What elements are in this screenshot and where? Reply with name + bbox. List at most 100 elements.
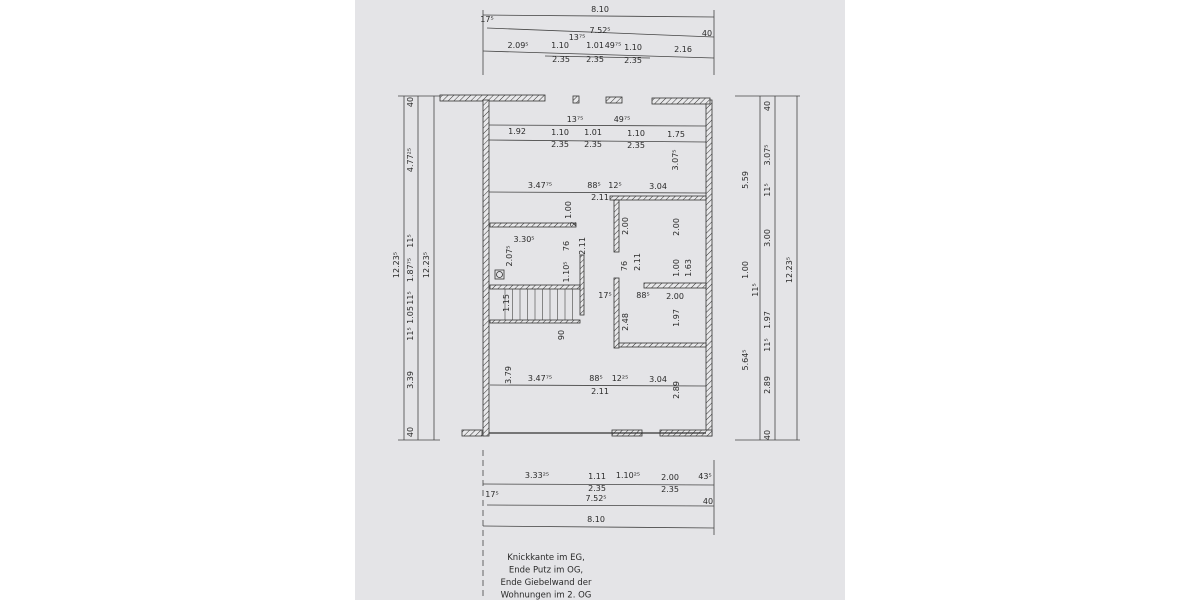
- dimension-label: 12⁵: [608, 181, 621, 190]
- dimension-label: 2.48: [621, 313, 630, 331]
- dimension-label: 2.00: [672, 218, 681, 236]
- dimension-label: 2.11: [578, 237, 587, 255]
- dimension-label: 1.10: [627, 129, 645, 138]
- dimension-label: 12²⁵: [612, 374, 629, 383]
- dimension-label: 12.23⁵: [422, 252, 431, 278]
- note-line: Wohnungen im 2. OG: [501, 591, 592, 600]
- dimension-label: 1.11: [588, 472, 606, 481]
- dimension-label: 2.35: [661, 485, 679, 494]
- note-line: Knickkante im EG,: [507, 553, 585, 563]
- dimension-label: 40: [763, 430, 772, 440]
- plan-sheet: [355, 0, 845, 600]
- dimension-label: 49⁷⁵: [605, 41, 622, 50]
- dimension-label: 2: [569, 221, 578, 226]
- dimension-label: 40: [763, 101, 772, 111]
- dimension-label: 11⁵: [763, 338, 772, 351]
- dimension-label: 2.00: [661, 473, 679, 482]
- dimension-lines: [398, 10, 800, 600]
- dimension-label: 40: [702, 29, 712, 38]
- dimension-label: 2.35: [584, 140, 602, 149]
- dimension-label: 49⁷⁵: [614, 115, 631, 124]
- dimension-label: 3.79: [504, 366, 513, 384]
- dimension-label: 11⁵: [406, 234, 415, 247]
- dimension-label: 40: [406, 97, 415, 107]
- dimension-label: 2.11: [633, 253, 642, 271]
- dimension-label: 1.10: [624, 43, 642, 52]
- dimension-label: 3.39: [406, 371, 415, 389]
- dimension-label: 1.15: [502, 294, 511, 312]
- dimension-label: 2.35: [588, 484, 606, 493]
- dimension-label: 8.10: [591, 5, 609, 14]
- walls: [439, 94, 713, 437]
- dimension-label: 2.00: [621, 217, 630, 235]
- dimension-label: 1.01: [584, 128, 602, 137]
- dimension-label: 5.64⁵: [741, 349, 750, 370]
- dimension-label: 8.10: [587, 515, 605, 524]
- dimension-label: 3.00: [763, 229, 772, 247]
- dimension-label: 12.23⁵: [785, 257, 794, 283]
- dimension-label: 1.01: [586, 41, 604, 50]
- dimension-label: 76: [562, 241, 571, 251]
- plan-note: Knickkante im EG,Ende Putz im OG,Ende Gi…: [500, 553, 592, 600]
- dimension-label: 3.07⁵: [763, 144, 772, 165]
- dimension-label: 1.05: [406, 306, 415, 324]
- dimension-label: 1.10: [551, 128, 569, 137]
- dimension-label: 3.07⁵: [671, 149, 680, 170]
- dimension-label: 1.87⁷⁵: [406, 258, 415, 282]
- dimension-label: 13⁷⁵: [569, 33, 586, 42]
- dimension-label: 1.00: [741, 261, 750, 279]
- dimension-label: 90: [557, 330, 566, 340]
- note-line: Ende Giebelwand der: [500, 578, 592, 588]
- dimension-label: 3.47⁷⁵: [528, 181, 552, 190]
- dimension-label: 1.92: [508, 127, 526, 136]
- dimension-label: 3.04: [649, 182, 667, 191]
- dimension-label: 1.10⁵: [562, 261, 571, 282]
- dimension-label: 3.33²⁵: [525, 471, 549, 480]
- dimension-label: 2.35: [552, 55, 570, 64]
- dimension-label: 2.35: [551, 140, 569, 149]
- dimension-label: 1.00: [564, 201, 573, 219]
- dimension-label: 40: [703, 497, 713, 506]
- dimension-label: 12.23⁵: [392, 252, 401, 278]
- dimension-label: 1.63: [684, 259, 693, 277]
- dimension-label: 2.89: [763, 376, 772, 394]
- dimension-label: 1.10: [551, 41, 569, 50]
- dimension-label: 2.00: [666, 292, 684, 301]
- dimension-label: 43⁵: [698, 472, 711, 481]
- dimension-label: 1.00: [672, 259, 681, 277]
- dimension-label: 76: [620, 261, 629, 271]
- dimension-label: 1.97: [672, 309, 681, 327]
- staircase: [504, 289, 573, 320]
- dimension-label: 2.35: [627, 141, 645, 150]
- dimension-label: 2.35: [624, 56, 642, 65]
- dimension-label: 1.10²⁵: [616, 471, 640, 480]
- dimension-label: 5.59: [741, 171, 750, 189]
- dimension-label: 7.52⁵: [589, 26, 610, 35]
- dimension-label: 2.35: [586, 55, 604, 64]
- dimension-label: 13⁷⁵: [567, 115, 584, 124]
- dimension-label: 2.11: [591, 387, 609, 396]
- dimension-label: 3.04: [649, 375, 667, 384]
- dimension-label: 88⁵: [589, 374, 602, 383]
- dimension-label: 2.89: [672, 381, 681, 399]
- dimension-label: 11⁵: [406, 327, 415, 340]
- dimension-label: 1.75: [667, 130, 685, 139]
- dimension-label: 17⁵: [485, 490, 498, 499]
- dimension-label: 88⁵: [587, 181, 600, 190]
- dimension-label: 1.97: [763, 311, 772, 329]
- dimension-label: 3.47⁷⁵: [528, 374, 552, 383]
- dimension-label: 3.30⁵: [513, 235, 534, 244]
- dimension-label: 11⁵: [406, 291, 415, 304]
- dimension-label: 2.07⁵: [505, 245, 514, 266]
- dimension-label: 2.09⁵: [507, 41, 528, 50]
- dimension-label: 17⁵: [598, 291, 611, 300]
- dimension-label: 40: [406, 427, 415, 437]
- dimension-label: 17⁵: [480, 15, 493, 24]
- dimension-label: 88⁵: [636, 291, 649, 300]
- dimension-label: 4.77²⁵: [406, 148, 415, 172]
- dimension-label: 2.11: [591, 193, 609, 202]
- dimension-label: 11⁵: [763, 183, 772, 196]
- dimension-label: 7.52⁵: [585, 494, 606, 503]
